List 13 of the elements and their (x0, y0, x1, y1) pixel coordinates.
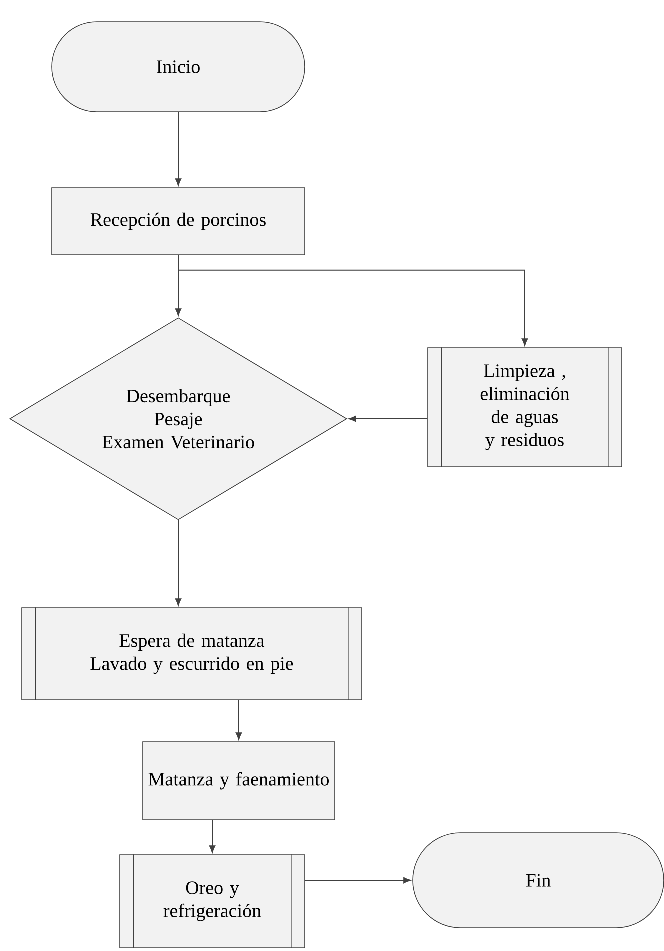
arrow (178, 254, 528, 346)
process-box: Recepción de porcinos (52, 188, 306, 256)
subprocess-box: Limpieza , eliminación de aguas y residuos (428, 347, 622, 468)
process-box: Matanza y faenamiento (142, 742, 336, 820)
arrow (348, 416, 428, 422)
subprocess-box: Espera de matanza Lavado y escurrido en pie (22, 607, 362, 701)
arrow (236, 700, 242, 740)
arrow (175, 112, 182, 186)
arrow (209, 820, 216, 854)
arrow (175, 520, 182, 606)
arrow (304, 877, 412, 884)
terminal-oval: Fin (412, 832, 664, 928)
subprocess-box: Oreo y refrigeración (120, 854, 306, 949)
